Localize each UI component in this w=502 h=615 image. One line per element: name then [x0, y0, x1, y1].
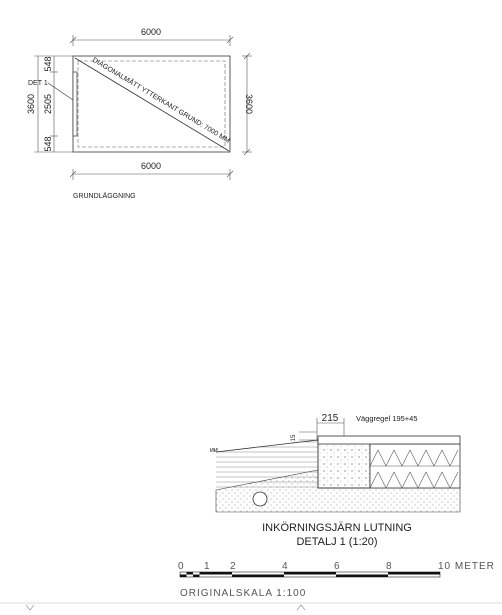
dim-left: 3600 548 2505 548	[26, 55, 73, 153]
scale-segment	[193, 574, 200, 577]
diagonal-line	[74, 57, 230, 152]
scale-label: 10 METER	[438, 561, 495, 572]
det-leader	[47, 82, 74, 101]
foundation-inner-outline	[77, 60, 226, 148]
scale-segment	[199, 572, 206, 575]
detail-dim-width: 215	[322, 413, 339, 424]
scale-bar: 0 1 2 4 6 8 10 METER ORIGINALSKALA 1:100	[178, 561, 495, 599]
detail-dim-small: 15	[291, 434, 297, 441]
dim-bottom: 6000	[69, 161, 234, 180]
slab-top	[317, 435, 461, 445]
dim-bottom-label: 6000	[141, 161, 161, 171]
plan-caption: GRUNDLÄGGNING	[73, 192, 136, 200]
dim-right-label: 3600	[244, 94, 254, 114]
marker-left	[25, 604, 35, 611]
scale-segment	[232, 574, 284, 577]
detail-opening	[72, 71, 78, 137]
scale-segment	[336, 574, 388, 577]
scale-caption: ORIGINALSKALA 1:100	[180, 588, 306, 599]
ground-symbol: ᴎᴎ	[210, 447, 218, 454]
dim-top-label: 6000	[141, 27, 161, 37]
dim-left-bottom-label: 548	[43, 136, 53, 151]
detail-title-line1: INKÖRNINGSJÄRN LUTNING	[262, 522, 412, 534]
scale-segment	[206, 572, 232, 575]
section-detail: 215 Väggregel 195+45 15 ᴎᴎ INKÖRNINGSJÄR…	[210, 413, 461, 548]
scale-label: 4	[282, 561, 289, 572]
det-label: DET 1	[28, 80, 48, 87]
scale-segment	[388, 572, 440, 575]
ground-slope-line	[215, 439, 319, 453]
diagonal-label: DIAGONALMÅTT YTTERKANT GRUND: 7000 MM	[91, 55, 232, 145]
dim-left-total-label: 3600	[26, 94, 36, 114]
dim-left-mid-label: 2505	[43, 94, 53, 114]
detail-title-line2: DETALJ 1 (1:20)	[296, 536, 377, 548]
scale-segment	[186, 572, 193, 575]
marker-right	[296, 604, 306, 611]
scale-label: 6	[334, 561, 341, 572]
scale-segment	[284, 572, 336, 575]
dim-left-top-label: 548	[43, 56, 53, 71]
drain-pipe	[252, 491, 268, 507]
concrete-beam	[317, 439, 371, 489]
scale-label: 2	[230, 561, 237, 572]
scale-label: 8	[386, 561, 393, 572]
wall-label: Väggregel 195+45	[356, 414, 418, 423]
dim-right: 3600	[242, 52, 254, 156]
foundation-plan: 6000 DIAGONALMÅTT YTTERKANT GRUND: 7000 …	[26, 27, 254, 200]
scale-label: 0	[178, 561, 185, 572]
dim-top: 6000	[69, 27, 234, 46]
scale-label: 1	[204, 561, 211, 572]
scale-segment	[180, 574, 187, 577]
